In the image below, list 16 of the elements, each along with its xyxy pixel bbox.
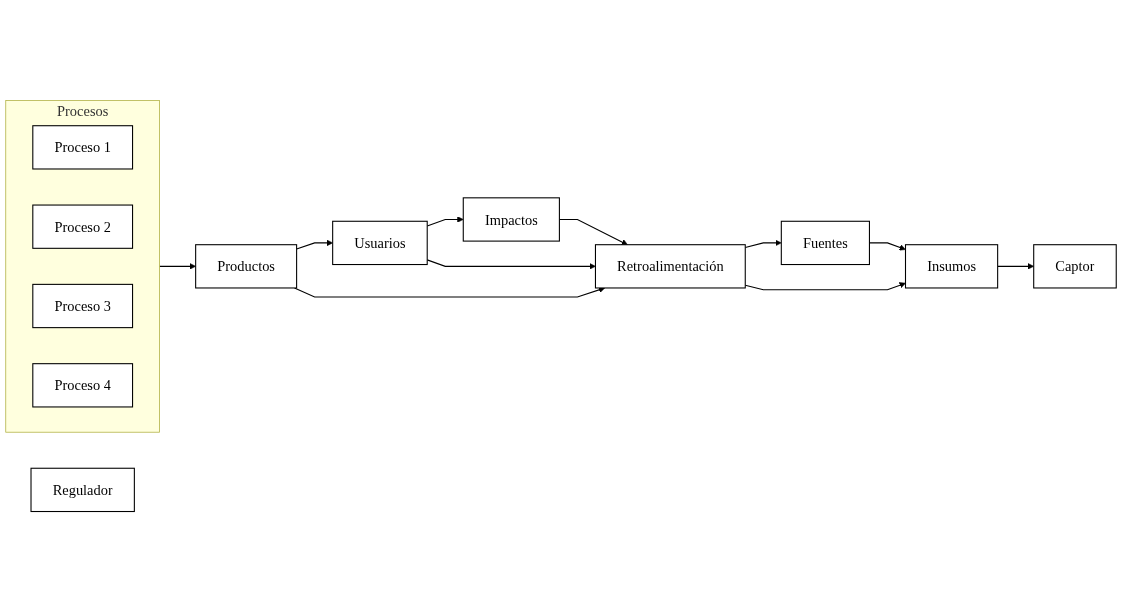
arrow xyxy=(159,263,196,270)
node-box: Insumos xyxy=(904,244,999,289)
arrow xyxy=(296,239,333,250)
node-box: Retroalimentación xyxy=(594,244,746,289)
arrow xyxy=(997,263,1034,270)
node-box: Fuentes xyxy=(780,220,870,266)
arrow xyxy=(744,282,906,291)
node-box: Regulador xyxy=(30,467,135,513)
node-box: Proceso 3 xyxy=(32,283,134,329)
node-box: Usuarios xyxy=(332,220,428,266)
node-box: Proceso 4 xyxy=(32,363,134,408)
node-box: Proceso 2 xyxy=(32,204,134,249)
node-box: Productos xyxy=(195,244,298,289)
node-box: Impactos xyxy=(462,197,560,242)
node-box: Proceso 1 xyxy=(32,125,134,170)
node-box: Captor xyxy=(1033,244,1117,289)
